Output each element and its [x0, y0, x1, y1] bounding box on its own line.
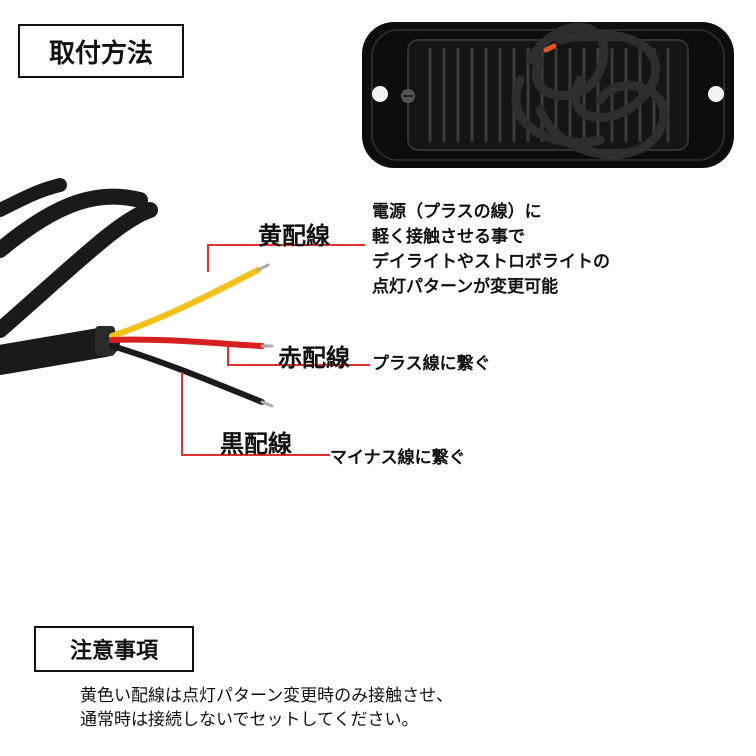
led-light-device — [362, 22, 734, 168]
yellow-wire-label: 黄配線 — [258, 222, 330, 250]
desc-line: 軽く接触させる事で — [372, 227, 525, 247]
desc-line: 電源（プラスの線）に — [372, 202, 542, 222]
black-wire-description: マイナス線に繋ぐ — [330, 448, 466, 468]
yellow-wire-description: 電源（プラスの線）に 軽く接触させる事で デイライトやストロボライトの 点灯パタ… — [372, 200, 610, 300]
notice-line: 黄色い配線は点灯パターン変更時のみ接触させ、 — [80, 686, 454, 706]
notice-line: 通常時は接続しないでセットしてください。 — [80, 710, 419, 730]
leader-yellow — [207, 244, 365, 272]
red-wire — [109, 336, 274, 349]
red-wire-description: プラス線に繋ぐ — [372, 354, 491, 374]
yellow-wire — [109, 263, 270, 339]
mount-hole-right — [708, 86, 724, 102]
red-wire-label: 赤配線 — [278, 344, 350, 372]
coiled-cable — [511, 22, 669, 160]
black-wire — [109, 343, 274, 408]
leader-red — [227, 345, 370, 366]
black-wire-label: 黒配線 — [220, 430, 292, 458]
main-cable — [0, 178, 158, 375]
desc-line: デイライトやストロボライトの — [372, 252, 610, 272]
leader-black — [181, 372, 330, 456]
leader-lines — [181, 244, 370, 456]
desc-line: 点灯パターンが変更可能 — [372, 277, 559, 297]
notice-text: 黄色い配線は点灯パターン変更時のみ接触させ、 通常時は接続しないでセットしてくだ… — [80, 684, 453, 732]
page-title: 取付方法 — [18, 24, 184, 78]
mount-hole-left — [372, 86, 388, 102]
notice-title: 注意事項 — [34, 626, 194, 672]
